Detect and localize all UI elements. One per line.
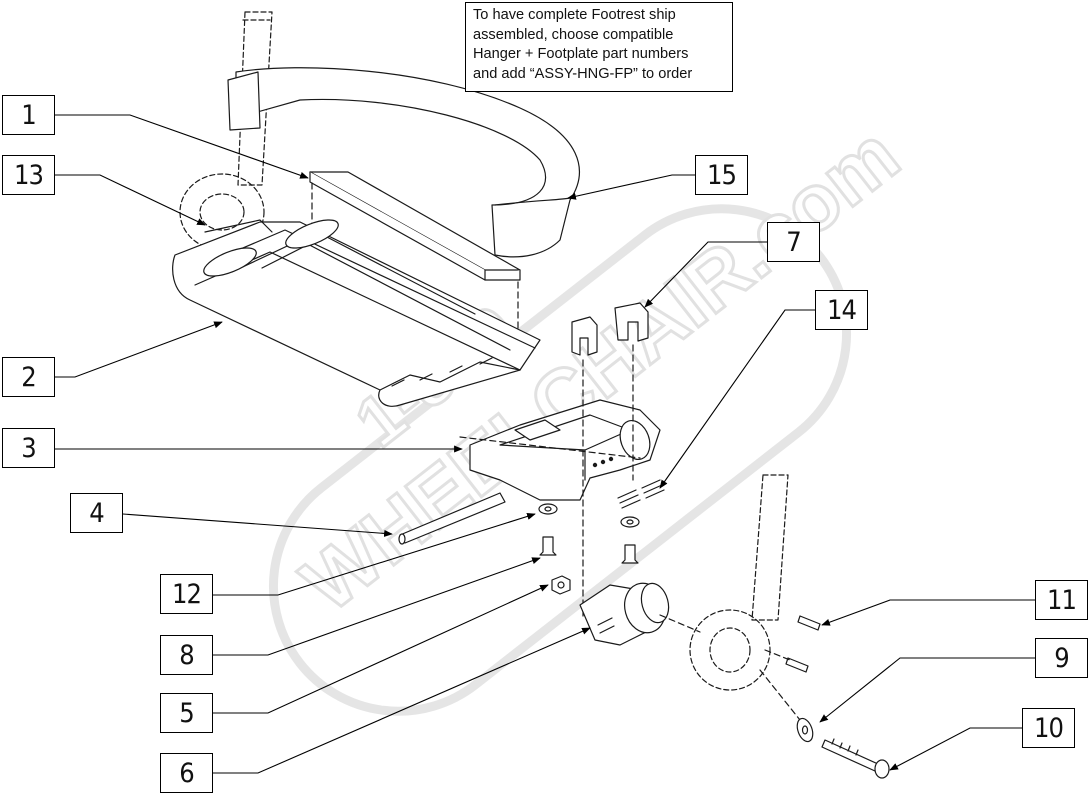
right-hanger-clamp — [689, 609, 771, 691]
callout-part-4: 4 — [70, 493, 123, 533]
assembly-note: To have complete Footrest ship assembled… — [465, 2, 733, 92]
callout-part-6: 6 — [160, 753, 213, 793]
leader-lines — [55, 114, 1035, 774]
note-line-3: Hanger + Footplate part numbers — [473, 46, 689, 63]
note-line-2: assembled, choose compatible — [473, 26, 674, 43]
footplate-bracket — [469, 399, 661, 501]
heel-pad — [309, 171, 521, 281]
note-line-1: To have complete Footrest ship — [473, 7, 676, 23]
footplate — [172, 219, 541, 407]
set-screws — [617, 479, 665, 509]
note-line-4: and add “ASSY-HNG-FP” to order — [473, 65, 693, 82]
long-bolt — [821, 738, 890, 779]
callout-part-14: 14 — [815, 290, 868, 330]
swivel-receiver — [579, 582, 670, 646]
washer-left — [538, 503, 558, 515]
callout-part-10: 10 — [1022, 708, 1075, 748]
left-hanger-clamp — [179, 173, 265, 251]
hex-nut — [551, 575, 571, 595]
calf-strap — [227, 67, 580, 258]
large-washer — [796, 717, 814, 743]
callout-part-8: 8 — [160, 635, 213, 675]
pin-lower — [785, 657, 809, 673]
callout-part-15: 15 — [695, 155, 748, 195]
callout-part-12: 12 — [160, 574, 213, 614]
right-hanger-tube — [751, 474, 789, 621]
callout-part-11: 11 — [1035, 580, 1088, 620]
callout-part-9: 9 — [1035, 638, 1088, 678]
locking-clip-right — [614, 302, 649, 342]
washer-right — [620, 516, 640, 528]
callout-part-3: 3 — [2, 428, 55, 468]
screw-left — [539, 536, 557, 556]
callout-part-13: 13 — [2, 155, 55, 195]
hinge-pin — [398, 492, 506, 545]
callout-part-7: 7 — [767, 222, 820, 262]
callout-part-5: 5 — [160, 693, 213, 733]
pin-upper — [797, 615, 821, 631]
locking-clip-left — [571, 316, 598, 356]
callout-part-1: 1 — [2, 95, 55, 135]
screw-right — [621, 544, 639, 564]
callout-part-2: 2 — [2, 357, 55, 397]
